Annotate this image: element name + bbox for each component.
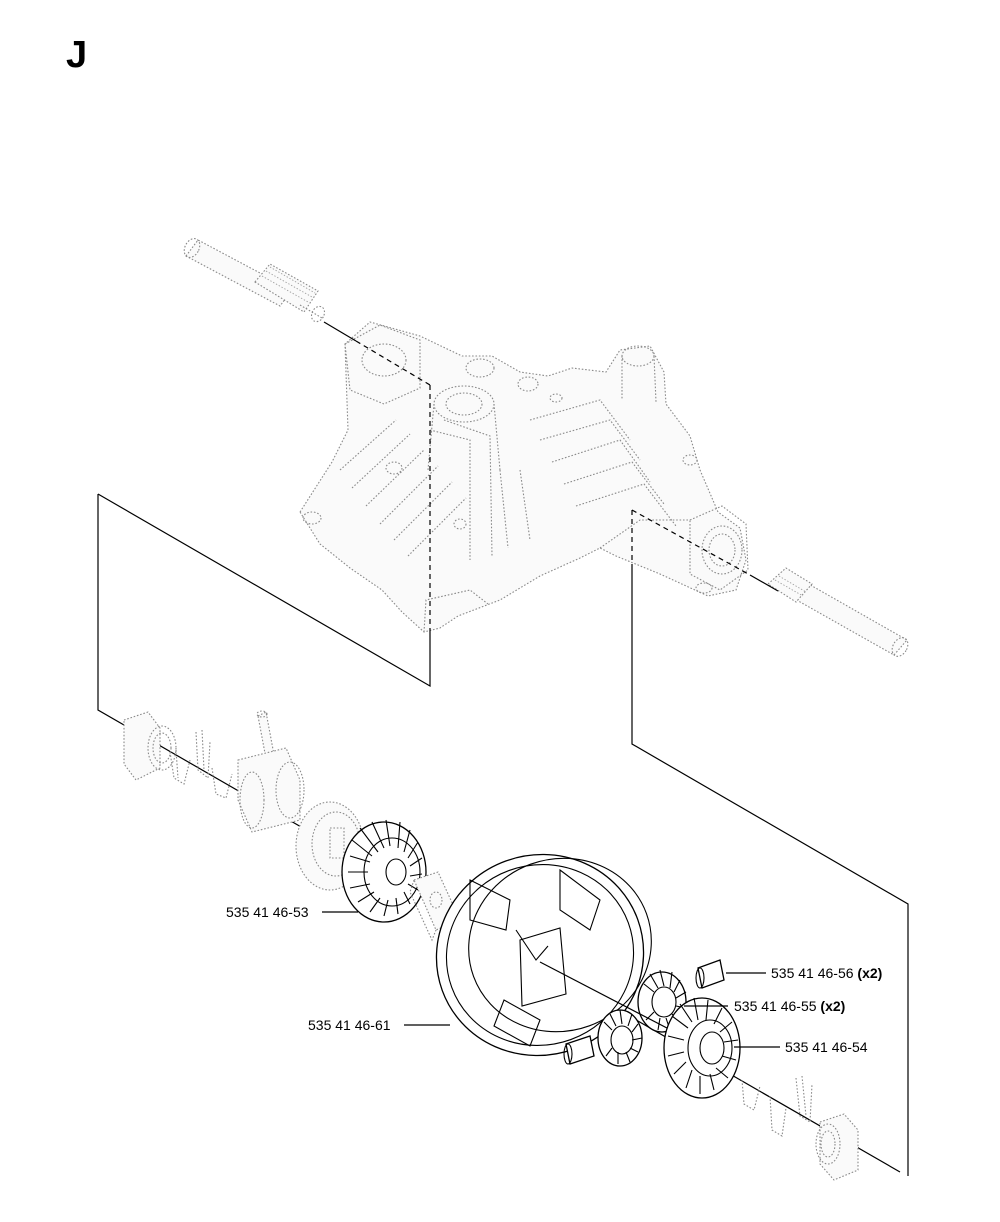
collar-sleeve xyxy=(237,747,305,833)
retaining-clips-right xyxy=(741,1075,813,1137)
retaining-clips-left xyxy=(169,729,233,799)
left-bushing xyxy=(123,711,177,781)
left-axle-shaft xyxy=(183,238,326,323)
callout-part-number: 535 41 46-54 xyxy=(785,1039,868,1055)
pinion-axis xyxy=(539,961,691,1041)
callout-part-number: 535 41 46-55 xyxy=(734,998,817,1014)
transaxle-housing xyxy=(299,321,749,633)
callout-ring-gear: 535 41 46-61 xyxy=(308,1017,391,1033)
right-bushing xyxy=(815,1113,859,1181)
side-gear-part xyxy=(663,997,741,1099)
bevel-gear-part xyxy=(341,819,427,923)
pinion-gear-lower xyxy=(597,1009,643,1067)
pin-lower xyxy=(563,1035,595,1065)
right-axle-shaft xyxy=(767,567,909,657)
callout-pinion-gear: 535 41 46-55 (x2) xyxy=(734,998,845,1014)
callout-part-number: 535 41 46-53 xyxy=(226,904,309,920)
axle-centerline xyxy=(323,321,779,630)
callout-side-gear: 535 41 46-54 xyxy=(785,1039,868,1055)
callout-quantity: (x2) xyxy=(857,965,883,981)
callout-bevel-gear: 535 41 46-53 xyxy=(226,904,309,920)
section-letter: J xyxy=(66,34,88,76)
pin-upper xyxy=(695,959,725,989)
leader-lines xyxy=(322,911,780,1048)
callout-quantity: (x2) xyxy=(820,998,846,1014)
callout-pin: 535 41 46-56 (x2) xyxy=(771,965,882,981)
callout-part-number: 535 41 46-61 xyxy=(308,1017,391,1033)
callout-part-number: 535 41 46-56 xyxy=(771,965,854,981)
